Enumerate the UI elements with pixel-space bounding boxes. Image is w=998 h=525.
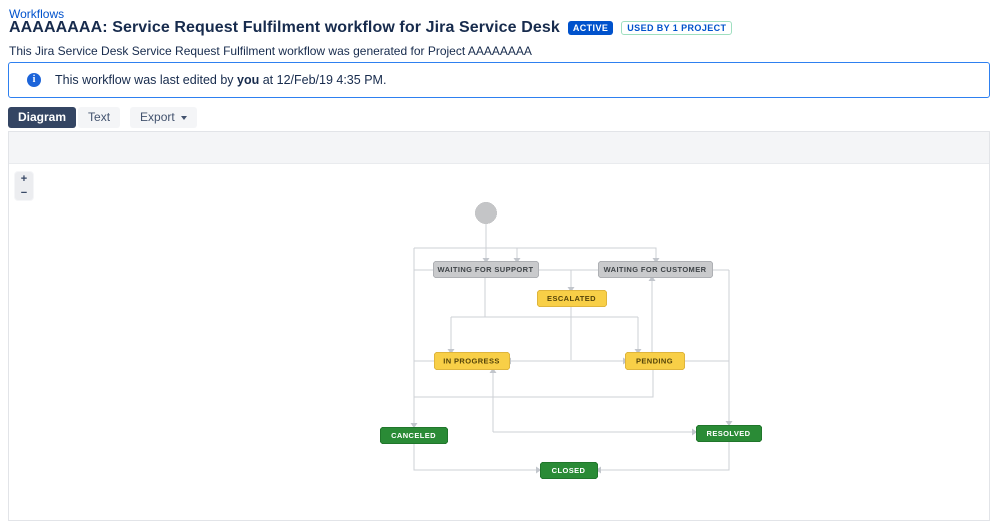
transition-arrowhead-icon — [410, 423, 418, 428]
workflow-diagram: WAITING FOR SUPPORT WAITING FOR CUSTOMER E… — [380, 202, 762, 479]
diagram-panel: + − WAITING FOR SUPPORT WAITING FOR CUSTO… — [8, 131, 990, 521]
status-node-label: IN PROGRESS — [443, 357, 500, 366]
transition-arrowhead-icon — [648, 276, 656, 281]
transition-arrowhead-icon — [513, 258, 521, 263]
transition-arrowhead-icon — [536, 466, 541, 474]
workflow-transition-line — [601, 441, 730, 471]
transition-arrowhead-icon — [567, 287, 575, 292]
workflow-transition-line — [414, 247, 657, 258]
transition-arrowhead-icon — [634, 349, 642, 354]
workflow-status-node[interactable]: CANCELED — [380, 427, 448, 444]
zoom-out-button[interactable]: − — [15, 186, 33, 200]
status-node-label: RESOLVED — [707, 429, 751, 438]
last-edited-info-banner: This workflow was last edited by you at … — [8, 62, 990, 98]
transition-arrowhead-icon — [652, 258, 660, 263]
workflow-status-node[interactable]: IN PROGRESS — [434, 352, 510, 370]
export-dropdown-button[interactable]: Export — [130, 107, 197, 128]
zoom-controls: + − — [15, 172, 33, 200]
tab-text[interactable]: Text — [78, 107, 121, 128]
used-by-projects-badge: USED BY 1 PROJECT — [621, 21, 733, 35]
workflow-transition-line — [414, 369, 654, 398]
transition-arrowhead-icon — [692, 428, 697, 436]
workflow-status-node[interactable]: PENDING — [625, 352, 685, 370]
page-title: AAAAAAAA: Service Request Fulfilment wor… — [9, 19, 560, 36]
transition-arrowhead-icon — [482, 258, 490, 263]
transition-arrowhead-icon — [725, 421, 733, 426]
tab-diagram[interactable]: Diagram — [8, 107, 77, 128]
workflow-status-node[interactable]: WAITING FOR SUPPORT — [433, 261, 539, 278]
breadcrumb-workflows-link[interactable]: Workflows — [9, 7, 65, 21]
diagram-panel-header — [9, 132, 989, 164]
transition-arrowhead-icon — [447, 349, 455, 354]
workflow-status-node[interactable]: RESOLVED — [696, 425, 762, 442]
workflow-transition-line — [413, 443, 536, 471]
view-toolbar: Diagram Text Export — [8, 107, 197, 128]
status-node-label: CLOSED — [552, 466, 586, 475]
workflow-status-node[interactable]: CLOSED — [540, 462, 598, 479]
transition-arrowhead-icon — [489, 368, 497, 373]
status-node-label: ESCALATED — [547, 294, 596, 303]
workflow-status-node[interactable]: ESCALATED — [537, 290, 607, 307]
info-icon — [27, 73, 41, 87]
status-node-label: WAITING FOR SUPPORT — [438, 265, 534, 274]
workflow-description: This Jira Service Desk Service Request F… — [9, 44, 532, 58]
chevron-down-icon — [180, 115, 187, 120]
diagram-canvas[interactable]: + − WAITING FOR SUPPORT WAITING FOR CUSTO… — [9, 164, 989, 519]
status-node-label: CANCELED — [391, 431, 436, 440]
workflow-status-node[interactable]: WAITING FOR CUSTOMER — [598, 261, 713, 278]
last-edited-actor: you — [237, 73, 260, 87]
status-node-label: WAITING FOR CUSTOMER — [604, 265, 707, 274]
title-row: AAAAAAAA: Service Request Fulfilment wor… — [9, 19, 733, 37]
zoom-in-button[interactable]: + — [15, 172, 33, 186]
status-node-label: PENDING — [636, 357, 673, 366]
workflow-start-node — [475, 202, 497, 224]
last-edited-text: This workflow was last edited by you at … — [55, 73, 387, 87]
transition-arrowhead-icon — [596, 466, 601, 474]
status-badge-active: ACTIVE — [567, 21, 614, 35]
